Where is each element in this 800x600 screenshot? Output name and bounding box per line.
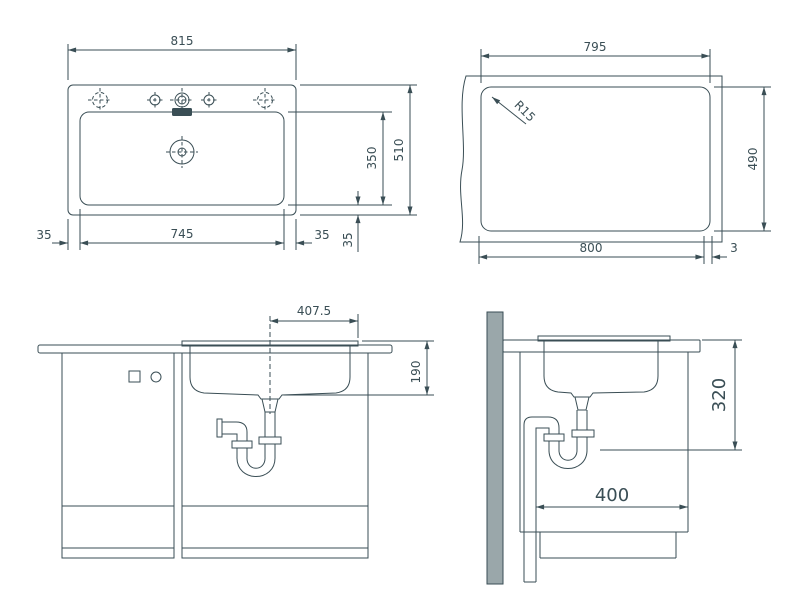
cutout-dimensions: 795 490 800 3	[478, 40, 771, 264]
socket-round	[150, 371, 162, 383]
radius-leader	[491, 96, 527, 125]
cutout-outline	[480, 86, 711, 232]
bowl-outline	[79, 111, 285, 206]
dim-cutout-width-label: 795	[584, 40, 607, 54]
front-dimensions: 407.5 190	[270, 304, 434, 396]
drain-plan	[166, 136, 198, 168]
dim-base-width-label: 800	[580, 241, 603, 255]
sink-cabinet-side	[519, 352, 689, 559]
worktop-outline	[459, 75, 723, 243]
sink-rim-side	[537, 335, 671, 342]
dim-corner-radius-label: R15	[512, 98, 539, 125]
dim-margin-right-label: 35	[314, 228, 329, 242]
dim-overall-depth-label: 510	[392, 139, 406, 162]
sink-section-side	[537, 335, 671, 398]
dim-margin-left-label: 35	[36, 228, 51, 242]
sink-cabinet-front	[181, 352, 369, 559]
socket-outlet	[128, 370, 141, 383]
dim-gap-label: 3	[730, 241, 738, 255]
siphon-side	[523, 396, 595, 583]
dim-clearance-depth-label: 400	[595, 485, 629, 506]
sink-outline	[67, 84, 297, 216]
dim-bowl-width-label: 745	[171, 227, 194, 241]
plan-view: 815 510 350 745 35 35 35	[36, 34, 417, 252]
plan-dimensions: 815 510 350 745 35 35 35	[36, 34, 417, 252]
siphon-front	[216, 398, 282, 477]
dim-drain-offset-label: 407.5	[297, 304, 331, 318]
overflow-slot	[172, 108, 192, 116]
front-section-view: 407.5 190	[37, 304, 434, 559]
left-cabinet	[61, 352, 175, 559]
dim-bowl-front-back-label: 350	[365, 147, 379, 170]
dim-cutout-depth-label: 490	[746, 148, 760, 171]
bowl-profile-side	[543, 341, 659, 398]
cutout-view: R15 795 490 800 3	[459, 40, 771, 264]
dim-margin-bottom-label: 35	[341, 232, 355, 247]
wall	[486, 311, 504, 585]
side-dimensions: 320 400	[536, 339, 742, 510]
dim-bowl-depth-label: 190	[409, 361, 423, 384]
countertop-side	[502, 339, 701, 353]
faucet-holes	[88, 88, 277, 112]
dim-overall-width-label: 815	[171, 34, 194, 48]
side-section-view: 320 400	[486, 311, 742, 585]
dim-outlet-height-label: 320	[709, 378, 730, 412]
